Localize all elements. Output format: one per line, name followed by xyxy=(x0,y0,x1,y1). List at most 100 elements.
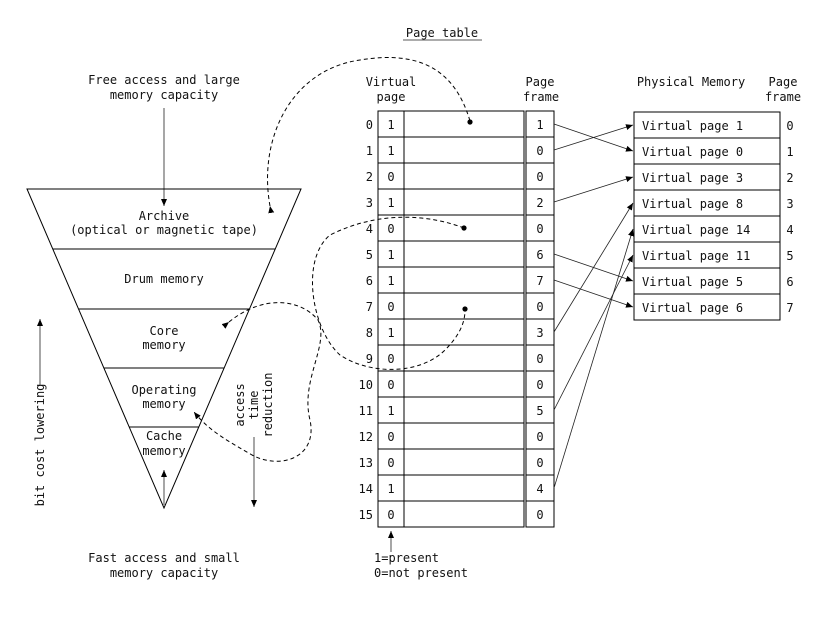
row-index: 3 xyxy=(366,196,373,210)
frame-mapping-arrows xyxy=(553,123,634,489)
physical-memory-title: Physical Memory xyxy=(637,75,745,89)
page-4-page-7-link xyxy=(312,216,466,370)
page-entry-cell xyxy=(403,344,525,372)
bottom-caption-line-2: memory capacity xyxy=(110,566,218,580)
page-entry-cell xyxy=(403,318,525,346)
level-operating-line-1: Operating xyxy=(131,383,196,397)
physical-frame: Virtual page 11 5 xyxy=(633,241,794,269)
level-drum-memory: Drum memory xyxy=(124,272,203,286)
legend-line-1: 1=present xyxy=(374,551,439,565)
page-entry-cell xyxy=(403,240,525,268)
present-cell xyxy=(377,344,405,372)
archive-to-page-0-link xyxy=(267,57,471,214)
frame-cell xyxy=(525,396,555,424)
core-operating-link xyxy=(193,302,322,462)
row-index: 2 xyxy=(366,170,373,184)
frame-label: Virtual page 5 xyxy=(642,275,743,289)
row-index: 11 xyxy=(359,404,373,418)
frame-box xyxy=(633,241,781,269)
frame-index: 4 xyxy=(786,223,793,237)
mapping-arrow xyxy=(553,124,634,151)
level-archive-line-2: (optical or magnetic tape) xyxy=(70,223,258,237)
top-caption-line-2: memory capacity xyxy=(110,88,218,102)
frame-label: Virtual page 11 xyxy=(642,249,750,263)
page-entry-cell xyxy=(403,474,525,502)
level-operating-line-2: memory xyxy=(142,397,185,411)
present-bit: 0 xyxy=(387,456,394,470)
frame-index: 6 xyxy=(786,275,793,289)
frame-index: 2 xyxy=(786,171,793,185)
frame-label: Virtual page 0 xyxy=(642,145,743,159)
frame-header-line-1: Page xyxy=(769,75,798,89)
frame-number: 0 xyxy=(536,300,543,314)
frame-number: 6 xyxy=(536,248,543,262)
row-index: 13 xyxy=(359,456,373,470)
present-bit: 1 xyxy=(387,196,394,210)
frame-label: Virtual page 8 xyxy=(642,197,743,211)
mapping-arrow xyxy=(553,176,634,203)
row-index: 1 xyxy=(366,144,373,158)
frame-number: 2 xyxy=(536,196,543,210)
present-bit: 1 xyxy=(387,118,394,132)
frame-label: Virtual page 1 xyxy=(642,119,743,133)
frame-cell xyxy=(525,500,555,528)
frame-index: 5 xyxy=(786,249,793,263)
row-index: 4 xyxy=(366,222,373,236)
frame-cell xyxy=(525,448,555,476)
present-bit: 1 xyxy=(387,326,394,340)
frame-cell xyxy=(525,136,555,164)
page-4-dot xyxy=(461,225,467,231)
present-bit: 0 xyxy=(387,300,394,314)
row-index: 9 xyxy=(366,352,373,366)
present-bit: 1 xyxy=(387,482,394,496)
level-cache-line-2: memory xyxy=(142,444,185,458)
legend-line-2: 0=not present xyxy=(374,566,468,580)
mapping-arrow xyxy=(553,279,634,308)
frame-number: 7 xyxy=(536,274,543,288)
left-axis-label: bit cost lowering xyxy=(33,384,47,507)
right-axis-label-line-1: access xyxy=(233,383,247,426)
present-cell xyxy=(377,188,405,216)
frame-label: Virtual page 6 xyxy=(642,301,743,315)
page-7-dot xyxy=(462,306,468,312)
level-cache-line-1: Cache xyxy=(146,429,182,443)
frame-index: 1 xyxy=(786,145,793,159)
frame-number: 1 xyxy=(536,118,543,132)
row-index: 10 xyxy=(359,378,373,392)
present-bit: 1 xyxy=(387,144,394,158)
page-entry-cell xyxy=(403,500,525,528)
page-frame-header-line-1: Page xyxy=(526,75,555,89)
frame-number: 0 xyxy=(536,508,543,522)
hierarchy-triangle xyxy=(26,188,302,510)
page-table-title: Page table xyxy=(406,26,478,40)
page-entry-cell xyxy=(403,396,525,424)
page-entry-cell xyxy=(403,422,525,450)
frame-index: 7 xyxy=(786,301,793,315)
page-entry-cell xyxy=(403,266,525,294)
frame-number: 4 xyxy=(536,482,543,496)
memory-hierarchy: Free access and large memory capacity Ar… xyxy=(26,73,302,580)
row-index: 5 xyxy=(366,248,373,262)
present-cell xyxy=(377,448,405,476)
mapping-arrow xyxy=(553,228,634,489)
present-cell xyxy=(377,162,405,190)
bottom-caption-line-1: Fast access and small xyxy=(88,551,240,565)
dashed-links xyxy=(193,57,473,462)
row-index: 7 xyxy=(366,300,373,314)
page-entry-cell xyxy=(403,188,525,216)
physical-frame: Virtual page 6 7 xyxy=(633,293,794,321)
right-axis-label-line-3: reduction xyxy=(261,372,275,437)
row-index: 0 xyxy=(366,118,373,132)
frame-label: Virtual page 3 xyxy=(642,171,743,185)
